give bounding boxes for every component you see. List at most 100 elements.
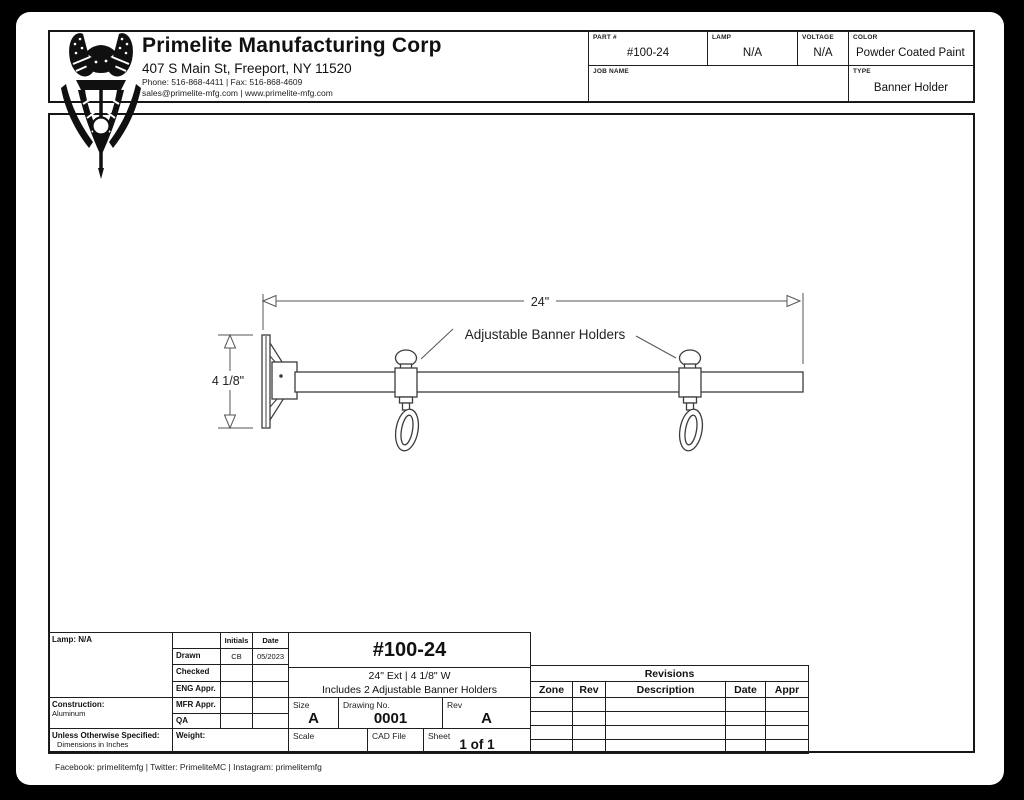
revision-empty-cell	[765, 711, 809, 726]
type-label: TYPE	[853, 68, 871, 75]
callout-text: Adjustable Banner Holders	[465, 327, 626, 342]
mount-cone	[269, 342, 298, 421]
size-cell: Size A	[288, 697, 339, 729]
sheet-label: Sheet	[428, 731, 451, 741]
sign-row-mfr-date	[252, 697, 289, 714]
sign-row-qa-label: QA	[172, 713, 221, 729]
description-header-text: Description	[636, 683, 695, 696]
social-media-line: Facebook: primelitemfg | Twitter: Primel…	[55, 762, 322, 772]
sign-row-qa-date	[252, 713, 289, 729]
revision-empty-cell	[605, 725, 726, 740]
revision-empty-cell	[530, 739, 573, 754]
description-cell: 24" Ext | 4 1/8" W Includes 2 Adjustable…	[288, 667, 531, 698]
revision-empty-cell	[605, 739, 726, 754]
revision-empty-cell	[530, 697, 573, 712]
revision-empty-cell	[725, 711, 766, 726]
drawing-no-value: 0001	[373, 709, 408, 727]
revision-empty-cell	[572, 697, 606, 712]
drawing-sheet	[16, 12, 1004, 785]
drawing-no-cell: Drawing No. 0001	[338, 697, 443, 729]
construction-value: Aluminum	[52, 709, 86, 718]
logo-eagle-body	[76, 45, 126, 90]
drawn-initials: CB	[231, 652, 242, 661]
color-value: Powder Coated Paint	[856, 47, 965, 59]
rev-cell: Rev A	[442, 697, 531, 729]
type-value: Banner Holder	[873, 82, 949, 94]
tolerance-line2: Dimensions in Inches	[57, 740, 129, 749]
scale-cell: Scale	[288, 728, 368, 754]
description-line1: 24" Ext | 4 1/8" W	[368, 669, 451, 682]
description-line2: Includes 2 Adjustable Banner Holders	[321, 683, 498, 696]
dimension-24in-text: 24"	[531, 295, 549, 309]
titleblock-construction-cell: Construction: Aluminum	[48, 697, 173, 729]
part-number-label: PART #	[593, 34, 617, 41]
qa-initials	[221, 714, 252, 728]
size-value: A	[308, 709, 319, 727]
qa-date	[253, 714, 288, 728]
revision-empty-cell	[725, 725, 766, 740]
sign-row-drawn-initials: CB	[220, 648, 253, 665]
color-label: COLOR	[853, 34, 878, 41]
revisions-col-date: Date	[725, 681, 766, 698]
tolerance-line1: Unless Otherwise Specified:	[52, 731, 160, 740]
titleblock-lamp: Lamp: N/A	[52, 635, 92, 644]
sign-row-eng-label: ENG Appr.	[172, 681, 221, 698]
sign-row-mfr-initials	[220, 697, 253, 714]
drawing-no-label: Drawing No.	[343, 700, 390, 710]
cad-file-label: CAD File	[372, 731, 407, 741]
scale-label: Scale	[293, 731, 315, 741]
sign-row-drawn-date: 05/2023	[252, 648, 289, 665]
dimension-height-text: 4 1/8"	[212, 374, 244, 388]
revision-empty-cell	[572, 711, 606, 726]
company-address: 407 S Main St, Freeport, NY 11520	[142, 61, 352, 76]
revision-empty-cell	[725, 739, 766, 754]
date-header-text: Date	[262, 636, 279, 645]
mfr-appr-label: MFR Appr.	[176, 700, 216, 709]
titleblock-tolerance-cell: Unless Otherwise Specified: Dimensions i…	[48, 728, 173, 754]
checked-label: Checked	[176, 667, 210, 676]
voltage-label: VOLTAGE	[802, 34, 834, 41]
appr-header-text: Appr	[774, 683, 800, 696]
date-header-text2: Date	[734, 683, 757, 696]
job-name-label: JOB NAME	[593, 68, 629, 75]
rev-value: A	[481, 709, 492, 727]
sign-row-drawn-label: Drawn	[172, 648, 221, 665]
mfr-appr-initials	[221, 698, 252, 713]
sign-row-mfr-label: MFR Appr.	[172, 697, 221, 714]
sign-row-checked-initials	[220, 664, 253, 682]
company-name: Primelite Manufacturing Corp	[142, 34, 442, 57]
lamp-value: N/A	[742, 47, 763, 59]
titleblock-part-number: #100-24	[372, 638, 447, 661]
checked-initials	[221, 665, 252, 681]
revisions-title-cell: Revisions	[530, 665, 809, 682]
sign-row-eng-date	[252, 681, 289, 698]
extension-bar	[294, 371, 804, 393]
revision-empty-cell	[572, 725, 606, 740]
revision-empty-cell	[572, 739, 606, 754]
rev-label: Rev	[447, 700, 463, 710]
revisions-col-rev: Rev	[572, 681, 606, 698]
wall-mount-plate	[261, 334, 271, 429]
weight-label: Weight:	[176, 731, 206, 740]
checked-date	[253, 665, 288, 681]
revision-empty-cell	[725, 697, 766, 712]
sign-row-qa-initials	[220, 713, 253, 729]
banner-holder-right	[675, 349, 707, 454]
banner-holder-left	[391, 349, 423, 454]
cad-file-cell: CAD File	[367, 728, 424, 754]
sign-row-eng-initials	[220, 681, 253, 698]
revision-empty-cell	[765, 697, 809, 712]
dimension-height: 4 1/8"	[212, 333, 253, 430]
part-number-value: #100-24	[626, 47, 670, 59]
header-box	[48, 30, 975, 103]
qa-label: QA	[176, 716, 188, 725]
part-number-title-cell: #100-24	[288, 632, 531, 668]
callout-adjustable-banner-holders: Adjustable Banner Holders	[420, 327, 677, 360]
dimension-24in: 24"	[261, 293, 804, 364]
revisions-col-appr: Appr	[765, 681, 809, 698]
eng-appr-label: ENG Appr.	[176, 684, 216, 693]
mfr-appr-date	[253, 698, 288, 713]
revision-empty-cell	[765, 739, 809, 754]
